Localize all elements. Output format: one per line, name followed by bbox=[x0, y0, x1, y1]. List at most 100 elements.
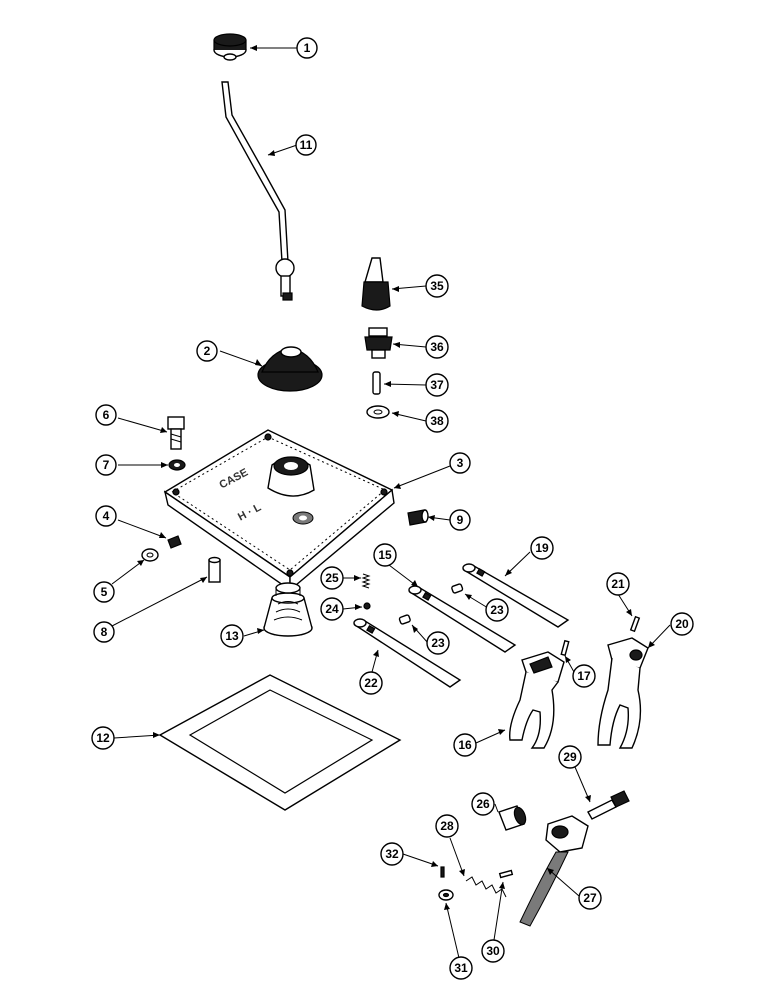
svg-text:23: 23 bbox=[431, 636, 445, 650]
svg-text:21: 21 bbox=[611, 577, 625, 591]
callout-30: 30 bbox=[481, 939, 505, 963]
part-interlock-pin-lower bbox=[398, 614, 411, 625]
svg-text:4: 4 bbox=[103, 509, 110, 523]
part-detent-ball bbox=[363, 602, 371, 610]
part-detent-spring bbox=[361, 573, 371, 589]
svg-text:29: 29 bbox=[563, 750, 577, 764]
part-shift-lever bbox=[221, 81, 295, 301]
callout-15: 15 bbox=[373, 543, 397, 567]
part-roll-pin-21 bbox=[629, 615, 641, 633]
svg-text:36: 36 bbox=[430, 340, 444, 354]
svg-text:20: 20 bbox=[675, 617, 689, 631]
svg-text:16: 16 bbox=[458, 738, 472, 752]
part-cap-screw bbox=[587, 790, 630, 820]
svg-text:3: 3 bbox=[457, 456, 464, 470]
part-knob bbox=[213, 33, 247, 61]
callout-36: 36 bbox=[425, 335, 449, 359]
svg-text:11: 11 bbox=[300, 138, 313, 152]
part-plunger-cap bbox=[361, 257, 391, 311]
part-shifter-cover: CASE H · L bbox=[163, 429, 395, 592]
part-shift-fork-16 bbox=[509, 651, 565, 749]
part-spring-28 bbox=[465, 876, 507, 898]
svg-text:9: 9 bbox=[457, 513, 464, 527]
callout-35: 35 bbox=[425, 274, 449, 298]
svg-text:38: 38 bbox=[430, 414, 444, 428]
svg-text:7: 7 bbox=[103, 458, 110, 472]
svg-text:12: 12 bbox=[96, 731, 110, 745]
callout-25: 25 bbox=[320, 566, 344, 590]
part-pin-30 bbox=[498, 869, 514, 879]
part-bolt bbox=[167, 416, 185, 450]
callout-26: 26 bbox=[471, 792, 495, 816]
callout-6: 6 bbox=[95, 404, 117, 426]
callout-37: 37 bbox=[425, 373, 449, 397]
callout-4: 4 bbox=[95, 505, 117, 527]
part-shift-rail-22 bbox=[353, 618, 462, 688]
svg-text:19: 19 bbox=[535, 541, 549, 555]
callout-17: 17 bbox=[572, 664, 596, 688]
part-sleeve bbox=[407, 509, 429, 526]
callout-9: 9 bbox=[449, 509, 471, 531]
svg-text:15: 15 bbox=[378, 548, 392, 562]
callout-20: 20 bbox=[670, 612, 694, 636]
leader-lines bbox=[111, 45, 671, 959]
callout-2: 2 bbox=[196, 340, 218, 362]
part-nut-31 bbox=[438, 889, 454, 901]
svg-text:6: 6 bbox=[103, 408, 110, 422]
svg-text:25: 25 bbox=[325, 571, 339, 585]
svg-text:17: 17 bbox=[577, 669, 591, 683]
part-pin-32 bbox=[440, 866, 445, 878]
callout-3: 3 bbox=[449, 452, 471, 474]
callout-19: 19 bbox=[530, 536, 554, 560]
part-spring-boot bbox=[263, 582, 313, 637]
callout-13: 13 bbox=[220, 624, 244, 648]
part-pin bbox=[372, 371, 381, 395]
callout-23a: 23 bbox=[485, 598, 509, 622]
svg-text:23: 23 bbox=[490, 603, 504, 617]
callout-31: 31 bbox=[449, 956, 473, 980]
callout-29: 29 bbox=[558, 745, 582, 769]
svg-text:8: 8 bbox=[101, 625, 108, 639]
callout-23b: 23 bbox=[426, 631, 450, 655]
part-gasket bbox=[158, 674, 402, 811]
callout-8: 8 bbox=[93, 621, 115, 643]
svg-text:13: 13 bbox=[225, 629, 239, 643]
svg-text:26: 26 bbox=[476, 797, 490, 811]
callout-12: 12 bbox=[91, 726, 115, 750]
svg-text:24: 24 bbox=[325, 602, 339, 616]
svg-text:5: 5 bbox=[101, 585, 108, 599]
part-shift-rail-15 bbox=[408, 585, 517, 653]
part-lever-boot bbox=[257, 346, 323, 392]
callout-1: 1 bbox=[296, 37, 318, 59]
callout-28: 28 bbox=[435, 814, 459, 838]
part-lock-washer bbox=[168, 459, 186, 471]
part-nut bbox=[141, 548, 159, 562]
callout-21: 21 bbox=[606, 572, 630, 596]
svg-text:1: 1 bbox=[304, 41, 311, 55]
svg-text:32: 32 bbox=[385, 847, 399, 861]
svg-text:31: 31 bbox=[454, 961, 468, 975]
svg-text:2: 2 bbox=[204, 344, 211, 358]
callout-32: 32 bbox=[380, 842, 404, 866]
callout-7: 7 bbox=[95, 454, 117, 476]
callout-11: 11 bbox=[295, 134, 317, 156]
part-dowel bbox=[208, 556, 221, 583]
callout-5: 5 bbox=[93, 581, 115, 603]
part-bushing bbox=[498, 805, 527, 831]
part-shift-fork-20 bbox=[597, 637, 649, 749]
part-set-screw bbox=[167, 535, 182, 549]
svg-text:27: 27 bbox=[583, 891, 597, 905]
svg-text:37: 37 bbox=[430, 378, 444, 392]
svg-text:22: 22 bbox=[364, 676, 378, 690]
callout-24: 24 bbox=[320, 597, 344, 621]
svg-text:35: 35 bbox=[430, 279, 444, 293]
part-interlock-pin-upper bbox=[451, 583, 464, 594]
part-shift-rail-19 bbox=[462, 563, 570, 628]
svg-text:30: 30 bbox=[486, 944, 500, 958]
part-switch bbox=[364, 327, 393, 359]
callout-22: 22 bbox=[359, 671, 383, 695]
svg-text:28: 28 bbox=[440, 819, 454, 833]
part-shift-arm bbox=[519, 815, 589, 927]
callout-16: 16 bbox=[453, 733, 477, 757]
